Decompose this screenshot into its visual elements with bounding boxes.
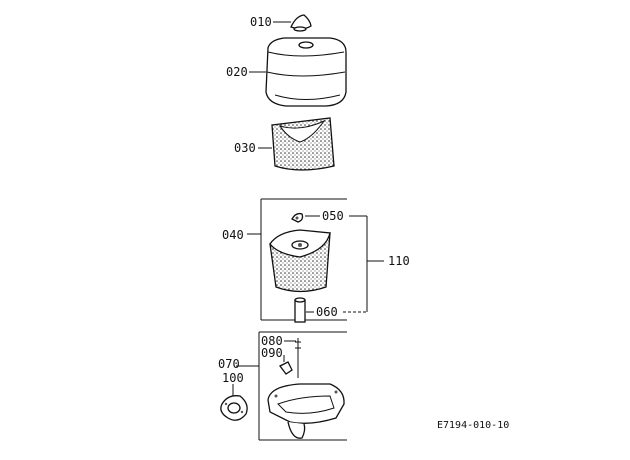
pipe-060 (294, 297, 306, 323)
drawing-code: E7194-010-10 (437, 420, 509, 431)
callout-040: 040 (222, 228, 244, 242)
callout-110: 110 (388, 254, 410, 268)
bracket-090 (279, 361, 293, 375)
callout-030: 030 (234, 141, 256, 155)
lower-assembly-frame (258, 331, 347, 441)
callout-050: 050 (322, 209, 344, 223)
paper-element-040 (269, 229, 331, 293)
callout-060: 060 (316, 305, 338, 319)
cleaner-case (267, 383, 345, 439)
stud-bolt-080 (295, 338, 301, 378)
cleaner-cover-020 (265, 37, 347, 107)
callout-010: 010 (250, 15, 272, 29)
foam-element-030 (271, 117, 335, 171)
callout-070: 070 (218, 357, 240, 371)
gasket-100 (220, 395, 248, 421)
callout-020: 020 (226, 65, 248, 79)
wing-nut-010 (290, 14, 312, 32)
clip-050 (291, 212, 304, 223)
callout-080: 080 (261, 334, 283, 348)
callout-090: 090 (261, 346, 283, 360)
callout-100: 100 (222, 371, 244, 385)
